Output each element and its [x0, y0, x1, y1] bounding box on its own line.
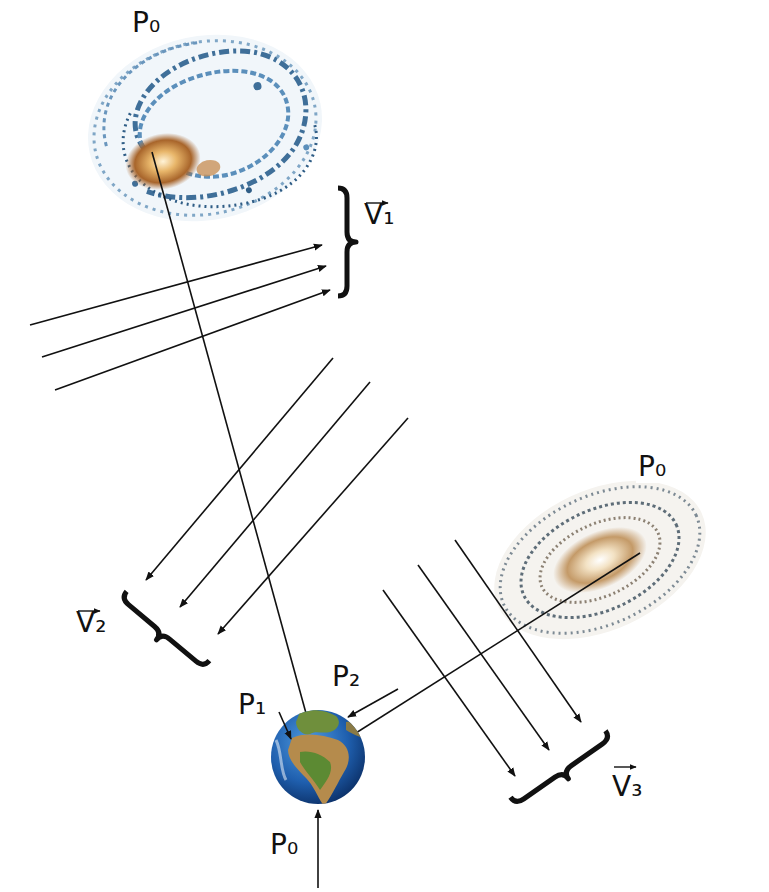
galaxy-star: [245, 187, 252, 194]
galaxy-arm: [78, 21, 333, 236]
velocity-label: V₂: [74, 608, 108, 639]
galaxy-arm: [477, 457, 723, 663]
galaxy-halo: [469, 449, 731, 671]
vector-arrow: [614, 766, 636, 767]
sight-line: [152, 152, 318, 757]
flow-arrow: [30, 245, 322, 325]
pressure-label: P₀: [268, 830, 300, 861]
earth-land: [346, 722, 368, 740]
pressure-label: P₀: [636, 452, 668, 483]
flow-arrow: [55, 290, 330, 390]
brace: [338, 188, 356, 296]
earth-land: [288, 734, 349, 806]
spiral-galaxy: [469, 449, 731, 671]
galaxy-star: [303, 144, 310, 151]
earth-land: [296, 710, 339, 734]
galaxy-core: [195, 158, 222, 179]
pressure-label: P₀: [130, 8, 162, 39]
flow-arrows: [30, 245, 330, 390]
brace: [510, 731, 615, 812]
flow-arrow: [418, 565, 549, 750]
earth-land: [276, 710, 368, 806]
brace: [115, 591, 209, 674]
flow-arrows: [146, 358, 408, 634]
galaxy-halo: [70, 13, 339, 242]
pressure-arrow: [317, 810, 319, 888]
flow-arrow: [455, 540, 581, 722]
galaxy-star: [253, 81, 262, 90]
pressure-label: P₂: [330, 662, 362, 693]
velocity-label: V₁: [362, 200, 396, 231]
galaxy-arm: [527, 500, 673, 619]
spiral-galaxy: [70, 13, 339, 242]
velocity-label: V₃: [610, 772, 644, 803]
brace: [338, 188, 356, 296]
galaxy-arm: [117, 76, 328, 226]
brace: [115, 591, 209, 674]
flow-arrow: [146, 358, 333, 580]
flow-arrow: [383, 590, 515, 776]
galaxy-core: [543, 513, 657, 606]
brace: [510, 731, 615, 812]
galaxy-arm: [503, 479, 698, 641]
flow-arrows: [383, 540, 581, 776]
pressure-arrow: [279, 712, 291, 739]
pressure-label: P₁: [236, 690, 268, 721]
earth-cloud: [276, 740, 286, 780]
pressure-arrow: [348, 689, 398, 717]
galaxy-core: [120, 126, 206, 197]
earth-land: [300, 751, 331, 790]
flow-arrow: [218, 418, 408, 634]
galaxy-arm: [89, 42, 215, 149]
earth: [271, 710, 368, 806]
